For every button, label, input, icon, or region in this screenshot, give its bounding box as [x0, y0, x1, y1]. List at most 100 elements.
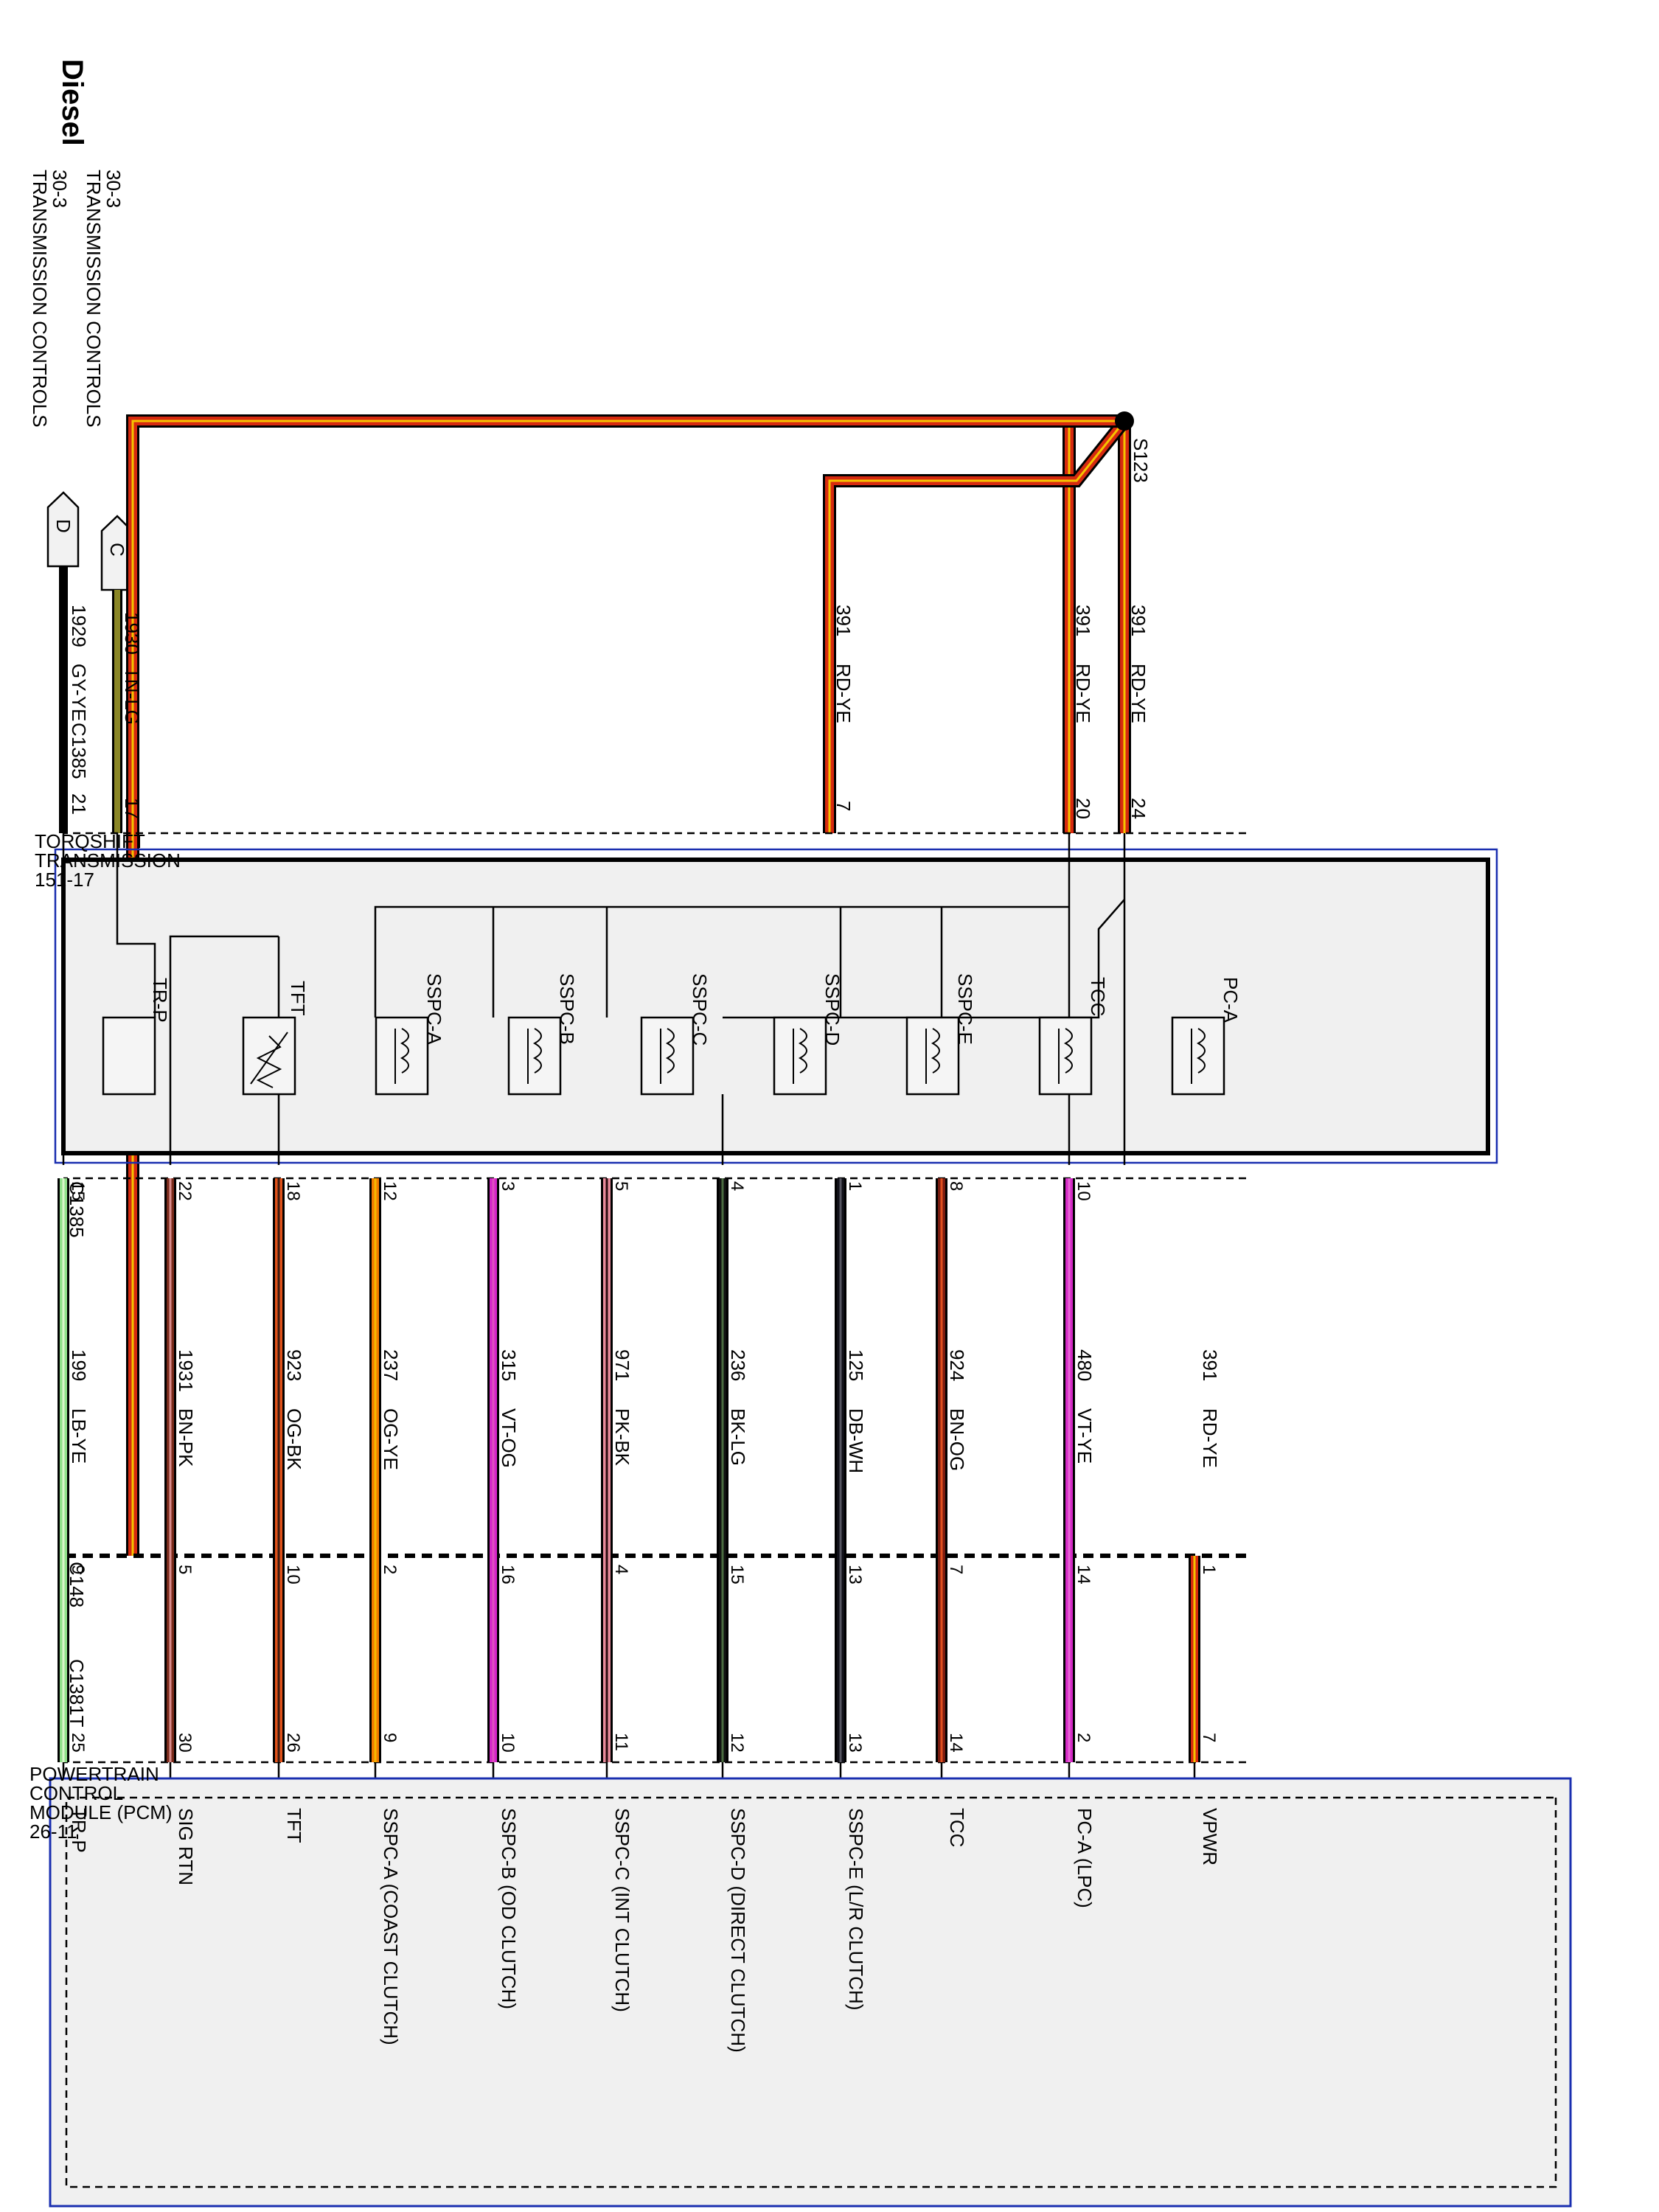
pcm-label-pc-a-lpc-: PC-A (LPC) [1074, 1808, 1096, 1908]
wire-circuit-number: 924 [946, 1349, 968, 1381]
pcm-pin-number: 13 [845, 1733, 865, 1753]
pcm-pin-number: 14 [946, 1733, 966, 1753]
wire-color-code: BN-PK [175, 1408, 197, 1467]
page-title: Diesel [56, 59, 88, 146]
reference-c-letter: C [106, 543, 128, 557]
pcm-pin-number: 7 [1199, 1733, 1219, 1742]
wire-color-code: BN-OG [946, 1408, 968, 1471]
transmission-page: 151-17 [35, 869, 94, 891]
pcm-pin-number: 11 [611, 1733, 631, 1751]
pcm-pin-number: 9 [380, 1733, 400, 1742]
pcm-label-sspc-b-od-clutch-: SSPC-B (OD CLUTCH) [498, 1808, 520, 2009]
trans-pin-number: 12 [380, 1181, 400, 1201]
reference-d-page: 30-3 [49, 170, 71, 208]
feed-7-circuit: 391 [832, 605, 855, 636]
component-sspc-e: SSPC-E [905, 973, 976, 1096]
wire-circuit-number: 199 [68, 1349, 90, 1381]
signal-wires: 15199LB-YE925221931BN-PK53018923OG-BK102… [58, 1178, 1221, 1799]
splice-label: S123 [1130, 438, 1152, 483]
ref-d-color-code: GY-YE [68, 664, 90, 722]
ref-d-circuit: 1929 [68, 605, 90, 647]
trans-pin-number: 1 [845, 1181, 865, 1191]
trans-pin-number: 22 [175, 1181, 195, 1201]
component-tcc-label: TCC [1087, 977, 1109, 1016]
pcm-label-sspc-d-direct-clutch-: SSPC-D (DIRECT CLUTCH) [727, 1808, 749, 2053]
wire-color-code: LB-YE [68, 1408, 90, 1464]
wire-circuit-number: 236 [727, 1349, 749, 1381]
c148-pin-number: 13 [845, 1565, 865, 1585]
wire-color-code: VT-OG [498, 1408, 520, 1468]
torqshift-transmission [54, 848, 1498, 1164]
c148-pin-number: 1 [1199, 1565, 1219, 1574]
c148-pin-number: 2 [380, 1565, 400, 1574]
component-tft: TFT [242, 981, 309, 1096]
reference-c-page: 30-3 [102, 170, 125, 208]
feed-20-circuit: 391 [1072, 605, 1094, 636]
feed-7-pin: 7 [832, 801, 855, 811]
pcm-pin-number: 30 [175, 1733, 195, 1753]
pcm-name-line1: POWERTRAIN [29, 1763, 159, 1785]
component-tr-p-label: TR-P [149, 978, 171, 1023]
pcm-pin-number: 25 [68, 1733, 88, 1753]
feed-24-pin: 24 [1127, 798, 1150, 819]
wire-circuit-number: 923 [283, 1349, 305, 1381]
wire-color-code: BK-LG [727, 1408, 749, 1466]
component-tft-label: TFT [287, 981, 309, 1016]
feed-24-color-code: RD-YE [1127, 664, 1150, 723]
pcm-label-tr-p: TR-P [68, 1808, 90, 1853]
c148-pin-number: 15 [727, 1565, 747, 1585]
wire-circuit-number: 391 [1199, 1349, 1221, 1381]
ref-c-pin: 17 [121, 798, 143, 819]
c148-pin-number: 10 [283, 1565, 303, 1585]
pcm-name-line3: MODULE (PCM) [29, 1801, 173, 1823]
pcm-name-line2: CONTROL [29, 1782, 123, 1804]
wire-color-code: OG-BK [283, 1408, 305, 1470]
component-sspc-c: SSPC-C [640, 973, 711, 1096]
trans-pin-number: 15 [68, 1181, 88, 1201]
c148-pin-number: 14 [1074, 1565, 1093, 1585]
wire-circuit-number: 125 [845, 1349, 867, 1381]
pcm-pin-number: 12 [727, 1733, 747, 1753]
component-tcc: TCC [1038, 977, 1109, 1096]
pcm-label-tft: TFT [283, 1808, 305, 1843]
c148-pin-number: 7 [946, 1565, 966, 1574]
c148-pin-number: 5 [175, 1565, 195, 1574]
pcm-label-sspc-a-coast-clutch-: SSPC-A (COAST CLUTCH) [380, 1808, 402, 2045]
component-tr-p: TR-P [102, 978, 171, 1096]
component-pc-a: PC-A [1171, 977, 1242, 1096]
component-pc-a-label: PC-A [1220, 977, 1242, 1023]
wire-circuit-number: 480 [1074, 1349, 1096, 1381]
wire-circuit-number: 315 [498, 1349, 520, 1381]
splice-s123 [1115, 411, 1134, 431]
pcm-pin-number: 26 [283, 1733, 303, 1753]
wire-circuit-number: 971 [611, 1349, 633, 1381]
ref-c-circuit: 1930 [121, 612, 143, 655]
component-sspc-a-label: SSPC-A [423, 973, 445, 1045]
component-sspc-c-label: SSPC-C [689, 973, 711, 1046]
ref-d-pin: 21 [68, 793, 90, 815]
feed-7-color-code: RD-YE [832, 664, 855, 723]
component-sspc-a: SSPC-A [375, 973, 445, 1096]
feed-20-color-code: RD-YE [1072, 664, 1094, 723]
pcm-pin-number: 2 [1074, 1733, 1093, 1742]
trans-pin-number: 10 [1074, 1181, 1093, 1201]
pcm-label-vpwr: VPWR [1199, 1808, 1221, 1865]
feed-20-pin: 20 [1072, 798, 1094, 819]
feed-24-circuit: 391 [1127, 605, 1150, 636]
vpwr-wire [126, 414, 1124, 1556]
reference-c-label: TRANSMISSION CONTROLS [83, 170, 105, 428]
component-sspc-b-label: SSPC-B [556, 973, 578, 1045]
pcm-label-sspc-c-int-clutch-: SSPC-C (INT CLUTCH) [611, 1808, 633, 2012]
wire-circuit-number: 1931 [175, 1349, 197, 1392]
reference-d-letter: D [52, 519, 74, 533]
ref-d-connector: C1385 [68, 723, 90, 779]
